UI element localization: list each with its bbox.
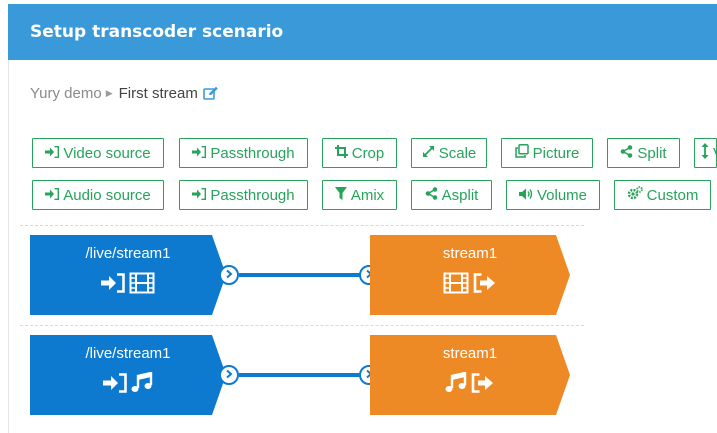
- video-source-output-port[interactable]: [219, 265, 239, 285]
- crop-label: Crop: [351, 144, 385, 162]
- audio-source-output-port[interactable]: [219, 365, 239, 385]
- caret-right-icon: ▶: [105, 87, 113, 98]
- volume-label: Volume: [536, 186, 588, 204]
- video-source-node-label: /live/stream1: [85, 245, 171, 262]
- custom-label: Custom: [646, 186, 699, 204]
- sign-in-icon: [192, 187, 207, 204]
- split-label: Split: [637, 144, 667, 162]
- video-connector-line: [239, 273, 361, 277]
- filter-icon: [334, 186, 347, 204]
- audio-passthrough-label: Passthrough: [210, 186, 295, 204]
- scale-label: Scale: [438, 144, 477, 162]
- audio-output-node-shape: [370, 335, 570, 415]
- sign-in-icon: [192, 145, 207, 162]
- share-icon: [425, 186, 438, 204]
- chevron-circle-right-icon: [224, 266, 234, 284]
- audio-output-node[interactable]: stream1: [370, 335, 570, 415]
- custom-button[interactable]: Custom: [614, 180, 711, 210]
- edit-icon[interactable]: [203, 86, 219, 100]
- panel-border: [8, 60, 9, 433]
- expand-icon: [422, 145, 435, 162]
- sign-in-icon: [101, 273, 125, 298]
- breadcrumb-parent-link[interactable]: Yury demo: [30, 84, 102, 102]
- sign-in-icon: [45, 145, 60, 162]
- chevron-circle-right-icon: [224, 366, 234, 384]
- film-icon: [129, 272, 155, 299]
- clone-icon: [514, 144, 529, 162]
- video-output-node-label: stream1: [442, 245, 498, 262]
- film-icon: [443, 272, 469, 299]
- audio-source-node-label: /live/stream1: [85, 345, 171, 362]
- sign-in-icon: [45, 187, 60, 204]
- vertical-label: V: [713, 145, 716, 162]
- breadcrumb-current: First stream: [118, 84, 198, 102]
- volume-icon: [518, 187, 533, 204]
- video-source-button[interactable]: Video source: [32, 138, 164, 168]
- amix-button[interactable]: Amix: [322, 180, 397, 210]
- audio-source-label: Audio source: [63, 186, 151, 204]
- video-source-node-shape: [30, 235, 226, 315]
- asplit-label: Asplit: [441, 186, 479, 204]
- sign-out-icon: [473, 273, 497, 298]
- video-source-label: Video source: [63, 144, 151, 162]
- amix-label: Amix: [350, 186, 385, 204]
- audio-source-node[interactable]: /live/stream1: [30, 335, 226, 415]
- sign-in-icon: [103, 373, 127, 398]
- video-passthrough-label: Passthrough: [210, 144, 295, 162]
- music-icon: [445, 371, 467, 399]
- video-output-node-icons: [443, 272, 497, 299]
- video-output-node-shape: [370, 235, 570, 315]
- vertical-arrows-icon: [701, 143, 709, 163]
- crop-icon: [334, 144, 348, 162]
- video-source-node[interactable]: /live/stream1: [30, 235, 226, 315]
- audio-output-node-icons: [445, 371, 495, 399]
- video-passthrough-button[interactable]: Passthrough: [179, 138, 308, 168]
- audio-output-node-label: stream1: [442, 345, 498, 362]
- audio-passthrough-button[interactable]: Passthrough: [179, 180, 308, 210]
- divider: [20, 325, 584, 326]
- crop-button[interactable]: Crop: [322, 138, 397, 168]
- scale-button[interactable]: Scale: [411, 138, 487, 168]
- audio-source-node-shape: [30, 335, 226, 415]
- split-button[interactable]: Split: [607, 138, 680, 168]
- audio-source-button[interactable]: Audio source: [32, 180, 164, 210]
- cogs-icon: [627, 186, 643, 204]
- audio-source-node-icons: [103, 371, 153, 399]
- volume-button[interactable]: Volume: [506, 180, 600, 210]
- video-source-node-icons: [101, 272, 155, 299]
- video-output-node[interactable]: stream1: [370, 235, 570, 315]
- asplit-button[interactable]: Asplit: [411, 180, 492, 210]
- divider: [20, 225, 584, 226]
- page-title: Setup transcoder scenario: [30, 22, 284, 42]
- picture-label: Picture: [532, 144, 580, 162]
- breadcrumb: Yury demo ▶ First stream: [30, 82, 219, 104]
- share-icon: [620, 144, 633, 162]
- picture-button[interactable]: Picture: [501, 138, 593, 168]
- music-icon: [131, 371, 153, 399]
- vertical-button[interactable]: V: [694, 138, 717, 168]
- sign-out-icon: [471, 373, 495, 398]
- audio-connector-line: [239, 373, 361, 377]
- page-header: Setup transcoder scenario: [8, 4, 717, 60]
